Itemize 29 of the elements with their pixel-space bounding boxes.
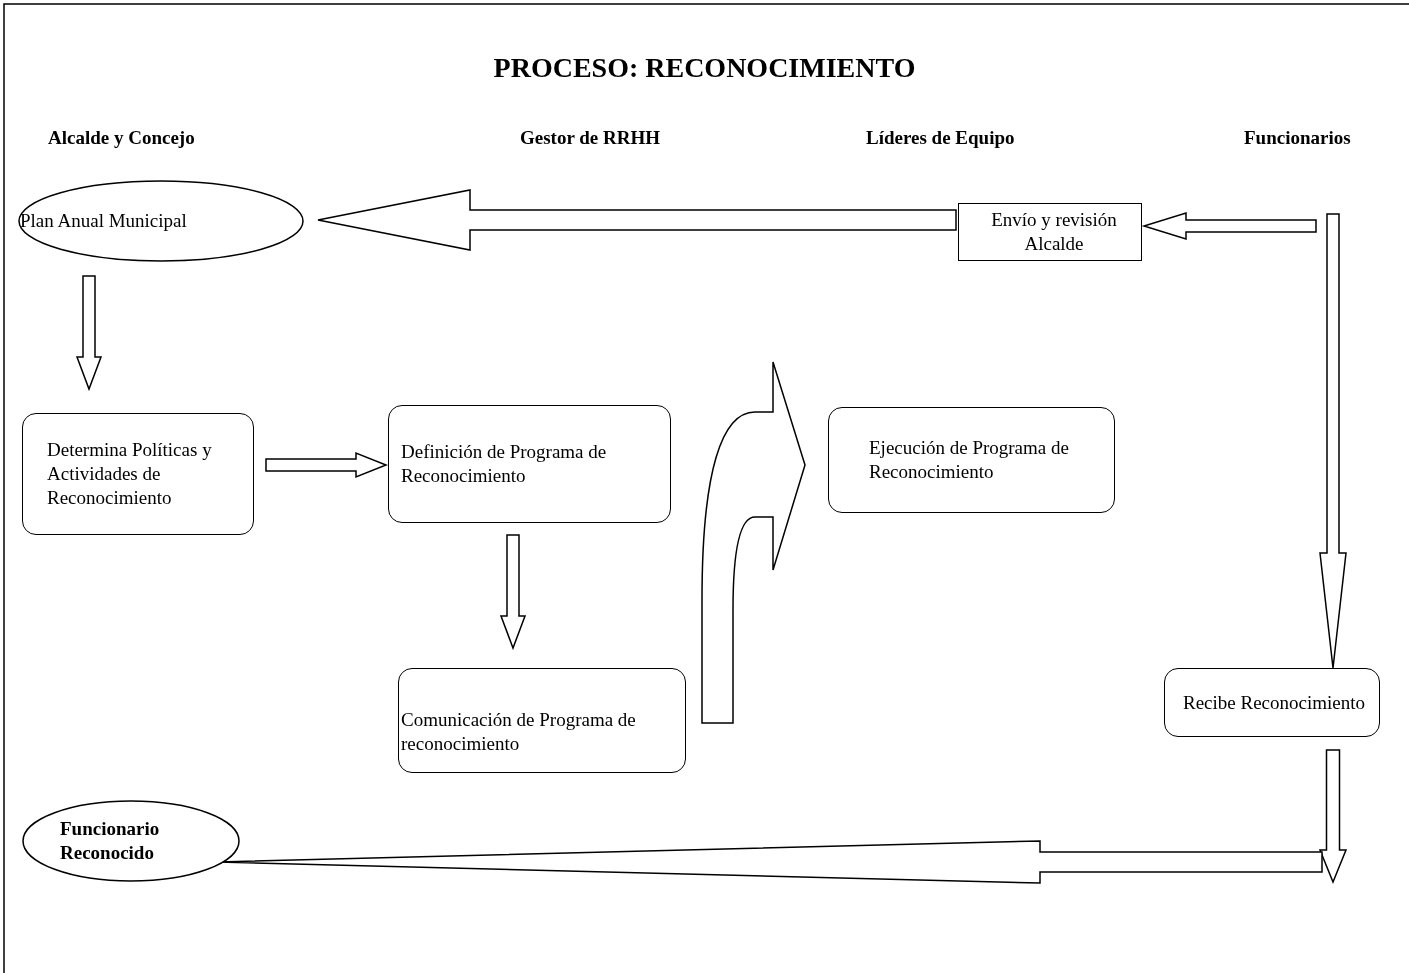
rounded-process-box [828, 407, 1115, 513]
block-arrow [1141, 212, 1317, 240]
node-text: Ejecución de Programa de Reconocimiento [869, 436, 1070, 484]
block-arrow [75, 275, 103, 392]
block-arrow [265, 451, 388, 479]
node-text: Determina Políticas y Actividades de Reconocimiento [47, 438, 213, 510]
node-text: Envío y revisión Alcalde [990, 208, 1118, 256]
rounded-process-box [388, 405, 671, 523]
node-text: Plan Anual Municipal [20, 209, 187, 233]
node-text: Recibe Reconocimiento [1183, 690, 1365, 715]
rounded-process-box [22, 413, 254, 535]
block-arrow [701, 361, 806, 724]
block-arrow [317, 189, 957, 251]
block-arrow [1319, 213, 1347, 669]
oval-node [18, 180, 304, 262]
rounded-process-box [398, 668, 686, 773]
block-arrow [499, 534, 527, 651]
process-box [958, 203, 1142, 261]
lane-heading: Gestor de RRHH [520, 127, 661, 149]
lane-heading: Líderes de Equipo [866, 127, 1015, 149]
node-text: Comunicación de Programa de reconocimiento [401, 708, 637, 756]
lane-heading: Alcalde y Concejo [48, 127, 195, 149]
rounded-process-box [1164, 668, 1380, 737]
node-text: Definición de Programa de Reconocimiento [401, 440, 608, 488]
node-text: Funcionario Reconocido [60, 817, 161, 865]
oval-node [22, 800, 240, 882]
block-arrow [1318, 749, 1348, 884]
lane-heading: Funcionarios [1244, 127, 1351, 149]
diagram-title: PROCESO: RECONOCIMIENTO [492, 52, 917, 84]
